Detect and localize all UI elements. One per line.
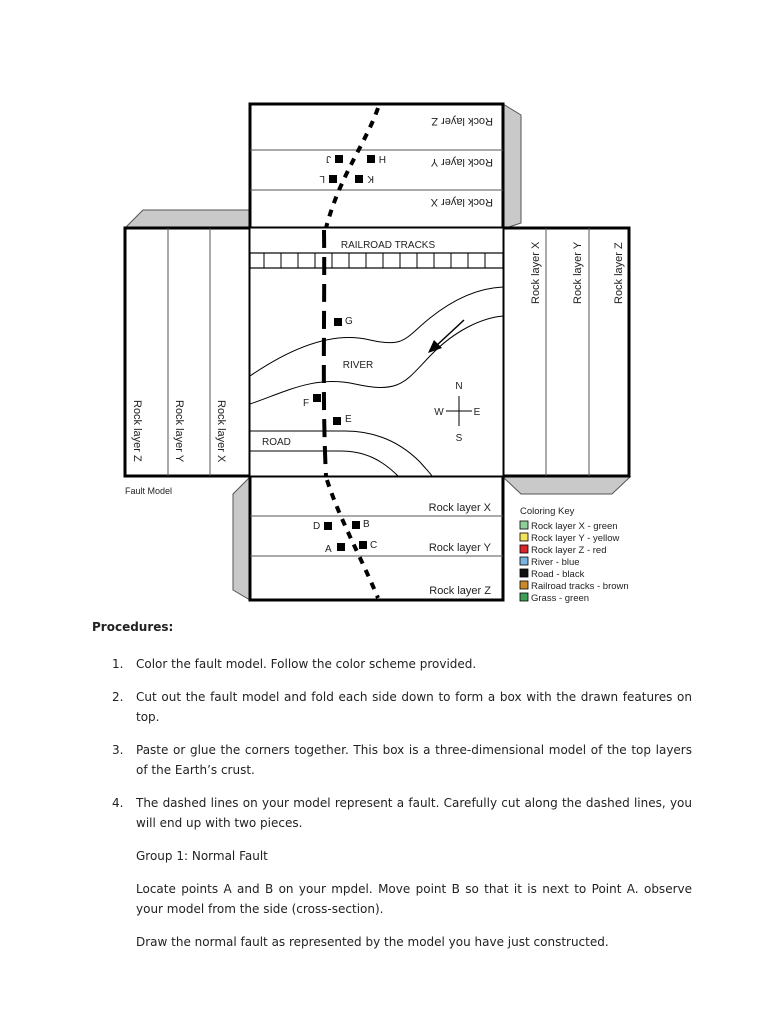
tab-bottom-left <box>232 475 251 601</box>
railroad-label: RAILROAD TRACKS <box>341 240 436 251</box>
key-label: Rock layer Z - red <box>531 545 607 556</box>
key-item: Road - black <box>519 568 585 580</box>
top-label-z: Rock layer Z <box>431 115 493 127</box>
key-label: Grass - green <box>531 593 589 604</box>
river <box>249 286 504 405</box>
right-label-x: Rock layer X <box>530 241 542 304</box>
procedures-section: Procedures: 1. Color the fault model. Fol… <box>92 620 692 965</box>
tab-top-right <box>502 103 522 230</box>
river-label: RIVER <box>343 360 374 371</box>
group-instruction-1: Locate points A and B on your mpdel. Mov… <box>136 882 692 916</box>
river-flow-arrow <box>428 319 465 353</box>
top-panel <box>248 102 505 230</box>
key-label: River - blue <box>531 557 580 568</box>
step-text: Cut out the fault model and fold each si… <box>136 690 692 724</box>
compass-n: N <box>455 381 462 392</box>
compass-w: W <box>434 407 444 418</box>
coloring-key-title: Coloring Key <box>520 506 575 517</box>
tab-left <box>124 209 251 228</box>
step-number: 3. <box>112 743 124 757</box>
point-c: C <box>370 540 377 551</box>
key-item: Rock layer X - green <box>519 520 618 532</box>
bottom-label-y: Rock layer Y <box>429 542 492 554</box>
key-swatch <box>519 580 529 590</box>
key-item: Rock layer Y - yellow <box>519 532 619 544</box>
coloring-key: Coloring Key Rock layer X - green Rock l… <box>519 506 629 604</box>
point-l: L <box>319 173 325 184</box>
key-swatch <box>519 568 529 578</box>
procedure-step: 4. The dashed lines on your model represe… <box>92 793 692 833</box>
step-number: 1. <box>112 657 124 671</box>
key-item: River - blue <box>519 556 580 568</box>
points-top: J H L K <box>319 153 386 184</box>
step-text: Color the fault model. Follow the color … <box>136 657 477 671</box>
procedure-step: 3. Paste or glue the corners together. Th… <box>92 740 692 780</box>
compass-s: S <box>456 433 463 444</box>
bottom-label-z: Rock layer Z <box>429 585 491 597</box>
point-k: K <box>367 173 374 184</box>
key-item: Railroad tracks - brown <box>519 580 629 592</box>
point-b: B <box>363 519 370 530</box>
step-text: The dashed lines on your model represent… <box>136 796 692 830</box>
point-e: E <box>345 414 352 425</box>
step-text: Paste or glue the corners together. This… <box>136 743 692 777</box>
group-heading: Group 1: Normal Fault <box>136 849 268 863</box>
point-a: A <box>325 544 332 555</box>
point-f: F <box>303 398 309 409</box>
step-number: 2. <box>112 690 124 704</box>
point-j: J <box>326 153 331 164</box>
point-h: H <box>379 153 386 164</box>
points-center: G F E <box>303 316 353 425</box>
procedure-steps: 1. Color the fault model. Follow the colo… <box>92 654 692 833</box>
point-d: D <box>313 521 320 532</box>
key-swatch <box>519 592 529 602</box>
right-panel <box>501 226 631 478</box>
key-item: Grass - green <box>519 592 589 604</box>
key-label: Rock layer Y - yellow <box>531 533 619 544</box>
key-swatch <box>519 544 529 554</box>
procedure-step: 1. Color the fault model. Follow the colo… <box>92 654 692 674</box>
left-panel <box>123 226 252 478</box>
left-label-x: Rock layer X <box>215 400 227 463</box>
key-label: Railroad tracks - brown <box>531 581 629 592</box>
key-label: Rock layer X - green <box>531 521 618 532</box>
key-swatch <box>519 556 529 566</box>
key-swatch <box>519 532 529 542</box>
road-label: ROAD <box>262 437 291 448</box>
fault-model-diagram: Rock layer Z Rock layer Y Rock layer X R… <box>123 102 632 604</box>
key-item: Rock layer Z - red <box>519 544 607 556</box>
key-label: Road - black <box>531 569 585 580</box>
fault-model-caption: Fault Model <box>125 486 172 496</box>
points-bottom: D B A C <box>313 519 377 555</box>
left-label-z: Rock layer Z <box>131 400 143 462</box>
fault-line-center <box>321 229 328 477</box>
procedure-step: 2. Cut out the fault model and fold each … <box>92 687 692 727</box>
top-label-x: Rock layer X <box>430 196 493 208</box>
compass-e: E <box>474 407 481 418</box>
road <box>250 430 433 477</box>
key-swatch <box>519 520 529 530</box>
right-label-y: Rock layer Y <box>572 241 584 304</box>
step-number: 4. <box>112 796 124 810</box>
left-label-y: Rock layer Y <box>173 400 185 463</box>
fault-line-top <box>324 107 380 229</box>
tab-right-bottom <box>501 476 632 495</box>
compass-icon: N S W E <box>434 381 480 444</box>
group-instruction-2: Draw the normal fault as represented by … <box>136 935 609 949</box>
fault-line-bottom <box>325 479 380 599</box>
procedures-title: Procedures: <box>92 620 174 634</box>
point-g: G <box>345 316 353 327</box>
top-label-y: Rock layer Y <box>430 156 493 168</box>
bottom-panel <box>248 474 505 602</box>
railroad-tracks: RAILROAD TRACKS <box>249 240 504 269</box>
right-label-z: Rock layer Z <box>613 242 625 304</box>
bottom-label-x: Rock layer X <box>429 502 492 514</box>
